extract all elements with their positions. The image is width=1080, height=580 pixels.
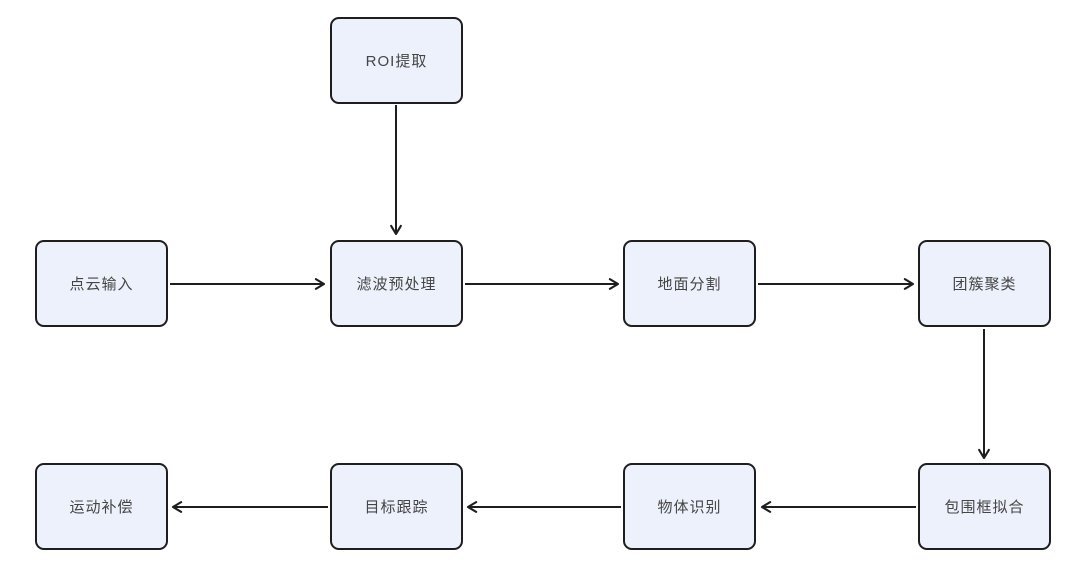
node-motion-compensation: 运动补偿	[35, 463, 168, 550]
node-label: ROI提取	[365, 53, 428, 70]
node-object-recognition: 物体识别	[623, 463, 756, 550]
node-bounding-box-fitting: 包围框拟合	[918, 463, 1051, 550]
node-label: 滤波预处理	[356, 276, 437, 293]
node-label: 目标跟踪	[364, 499, 429, 516]
node-label: 运动补偿	[69, 499, 134, 516]
node-filter-preprocessing: 滤波预处理	[330, 240, 463, 327]
node-point-cloud-input: 点云输入	[35, 240, 168, 327]
node-ground-segmentation: 地面分割	[623, 240, 756, 327]
node-label: 团簇聚类	[952, 276, 1017, 293]
node-label: 物体识别	[657, 499, 722, 516]
node-roi-extraction: ROI提取	[330, 17, 463, 104]
node-label: 地面分割	[657, 276, 722, 293]
node-target-tracking: 目标跟踪	[330, 463, 463, 550]
node-cluster-clustering: 团簇聚类	[918, 240, 1051, 327]
node-label: 包围框拟合	[944, 499, 1025, 516]
node-label: 点云输入	[69, 276, 134, 293]
